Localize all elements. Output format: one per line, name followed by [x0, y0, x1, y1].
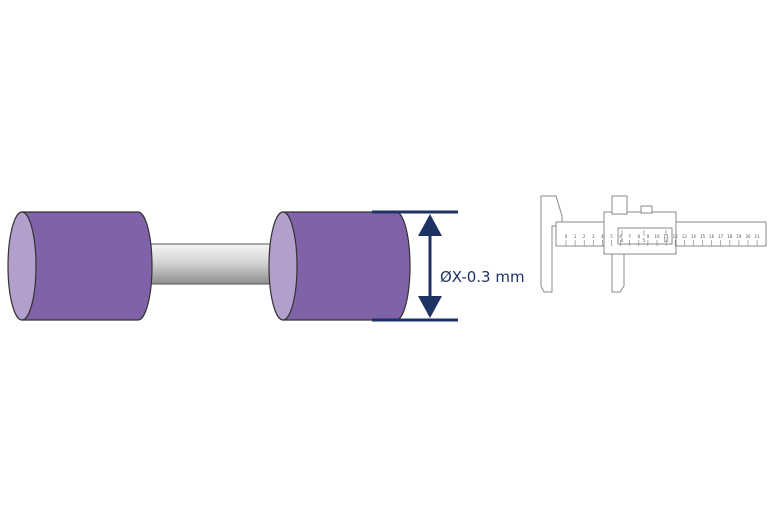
- caliper-main-tick-label: 4: [601, 234, 604, 239]
- caliper-main-tick-label: 15: [700, 234, 706, 239]
- roller-right: [268, 211, 411, 321]
- arrow-up-icon: [418, 214, 442, 236]
- caliper-vernier-scale: 0 5 10: [621, 230, 669, 243]
- caliper-main-tick-label: 14: [691, 234, 697, 239]
- caliper-main-tick-label: 2: [583, 234, 586, 239]
- dimension-label: ØX-0.3 mm: [440, 268, 525, 286]
- caliper-vernier-tick-label: 10: [663, 238, 669, 243]
- caliper-main-tick-label: 20: [745, 234, 751, 239]
- vernier-caliper-icon: [540, 195, 767, 293]
- caliper-main-tick-label: 12: [673, 234, 679, 239]
- caliper-main-tick-label: 19: [736, 234, 742, 239]
- caliper-main-tick-label: 5: [610, 234, 613, 239]
- caliper-main-tick-label: 6: [619, 234, 622, 239]
- caliper-main-tick-label: 1: [574, 234, 577, 239]
- caliper-main-tick-label: 13: [682, 234, 688, 239]
- dimension-arrow: [372, 210, 458, 322]
- caliper-main-tick-label: 8: [638, 234, 641, 239]
- caliper-main-tick-label: 18: [727, 234, 733, 239]
- caliper-main-tick-label: 3: [592, 234, 595, 239]
- caliper-main-tick-label: 17: [718, 234, 724, 239]
- caliper-main-tick-label: 10: [654, 234, 660, 239]
- shaft: [147, 243, 284, 285]
- caliper-main-tick-label: 11: [664, 234, 670, 239]
- caliper-main-tick-label: 9: [647, 234, 650, 239]
- caliper-main-tick-label: 16: [709, 234, 715, 239]
- caliper-vernier-tick-label: 0: [621, 238, 624, 243]
- caliper-main-tick-label: 0: [565, 234, 568, 239]
- roller-left: [7, 211, 153, 321]
- arrow-down-icon: [418, 296, 442, 318]
- caliper-main-tick-label: 21: [755, 234, 761, 239]
- caliper-vernier-tick-label: 5: [643, 238, 646, 243]
- caliper-main-tick-label: 7: [628, 234, 631, 239]
